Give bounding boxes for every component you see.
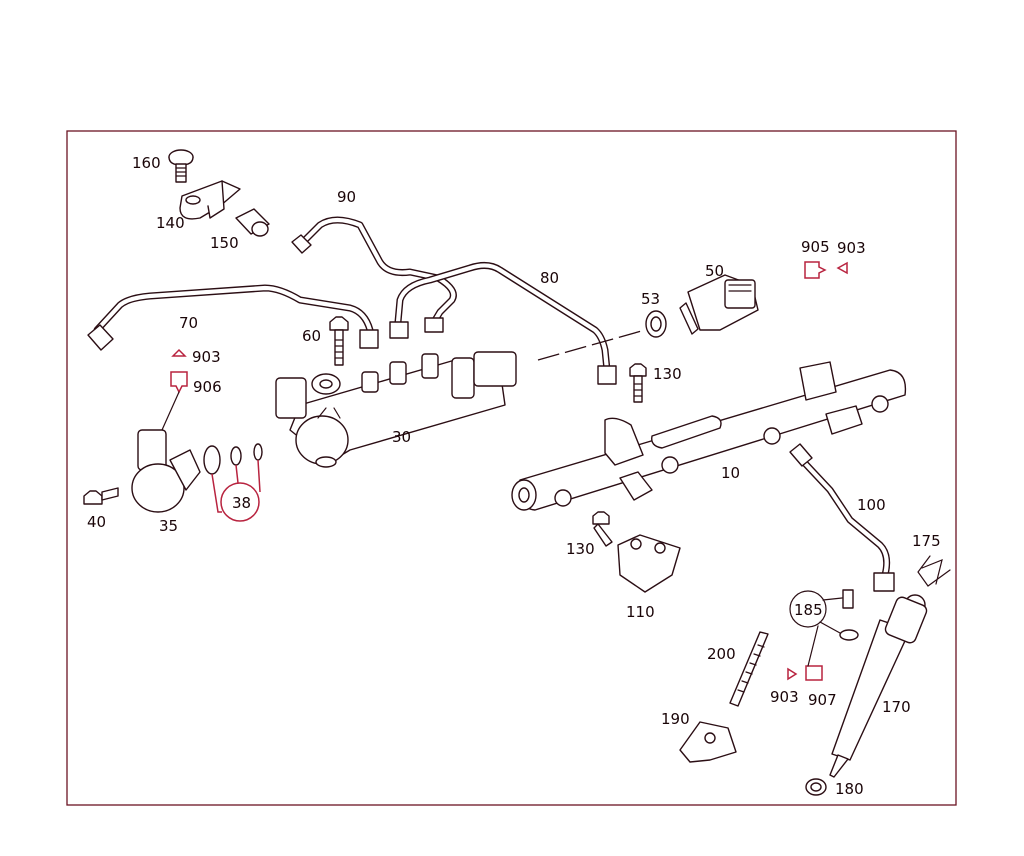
marker-906	[161, 371, 188, 431]
diagram-frame	[66, 130, 957, 806]
part-60-bolt[interactable]	[329, 316, 349, 366]
label-35: 35	[159, 517, 178, 535]
part-30-pressure-block[interactable]	[275, 351, 517, 468]
marker-905	[804, 261, 827, 279]
part-100-fuel-line[interactable]	[789, 443, 895, 592]
part-10-fuel-rail[interactable]	[511, 361, 907, 511]
label-100: 100	[857, 496, 886, 514]
label-170: 170	[882, 698, 911, 716]
part-150-sleeve[interactable]	[235, 208, 270, 237]
label-50: 50	[705, 262, 724, 280]
part-175-clip[interactable]	[917, 555, 951, 587]
part-110-holder[interactable]	[617, 534, 681, 593]
label-80: 80	[540, 269, 559, 287]
label-10: 10	[721, 464, 740, 482]
marker-907	[805, 665, 823, 681]
callout-38-ring	[211, 459, 261, 522]
part-40-screw[interactable]	[83, 487, 119, 505]
label-150: 150	[210, 234, 239, 252]
label-906: 906	[193, 378, 222, 396]
part-53-seal-ring[interactable]	[645, 310, 667, 338]
label-903-right: 903	[837, 239, 866, 257]
part-90-fuel-line[interactable]	[291, 216, 457, 333]
part-70-fuel-line[interactable]	[87, 284, 379, 351]
part-130-bolt-upper[interactable]	[629, 363, 647, 403]
label-90: 90	[337, 188, 356, 206]
alignment-line	[537, 329, 646, 361]
part-170-injector[interactable]	[829, 594, 928, 778]
label-130-upper: 130	[653, 365, 682, 383]
label-180: 180	[835, 780, 864, 798]
marker-903-right	[836, 261, 848, 275]
label-60: 60	[302, 327, 321, 345]
label-110: 110	[626, 603, 655, 621]
label-130-lower: 130	[566, 540, 595, 558]
marker-903-lower	[787, 667, 798, 681]
label-903-lower: 903	[770, 688, 799, 706]
label-160: 160	[132, 154, 161, 172]
marker-903-upper	[171, 348, 187, 357]
label-907: 907	[808, 691, 837, 709]
label-140: 140	[156, 214, 185, 232]
callout-185-ring	[789, 590, 843, 667]
part-180-seal-ring[interactable]	[805, 778, 827, 796]
label-185: 185	[794, 601, 823, 619]
part-50-pressure-sensor[interactable]	[679, 274, 759, 335]
label-903-upper: 903	[192, 348, 221, 366]
part-160-screw[interactable]	[168, 149, 194, 183]
part-35-pressure-valve[interactable]	[131, 429, 201, 513]
label-175: 175	[912, 532, 941, 550]
part-140-bracket[interactable]	[179, 180, 241, 220]
part-185-screw-and-washer[interactable]	[839, 589, 859, 641]
label-190: 190	[661, 710, 690, 728]
label-38: 38	[232, 494, 251, 512]
part-190-claw[interactable]	[679, 721, 737, 763]
label-40: 40	[87, 513, 106, 531]
part-130-bolt-lower[interactable]	[592, 511, 613, 547]
part-38-o-rings[interactable]	[203, 443, 263, 475]
label-905: 905	[801, 238, 830, 256]
part-200-stud-bolt[interactable]	[729, 631, 769, 707]
label-53: 53	[641, 290, 660, 308]
part-80-fuel-line[interactable]	[389, 261, 617, 385]
label-30: 30	[392, 428, 411, 446]
label-70: 70	[179, 314, 198, 332]
label-200: 200	[707, 645, 736, 663]
